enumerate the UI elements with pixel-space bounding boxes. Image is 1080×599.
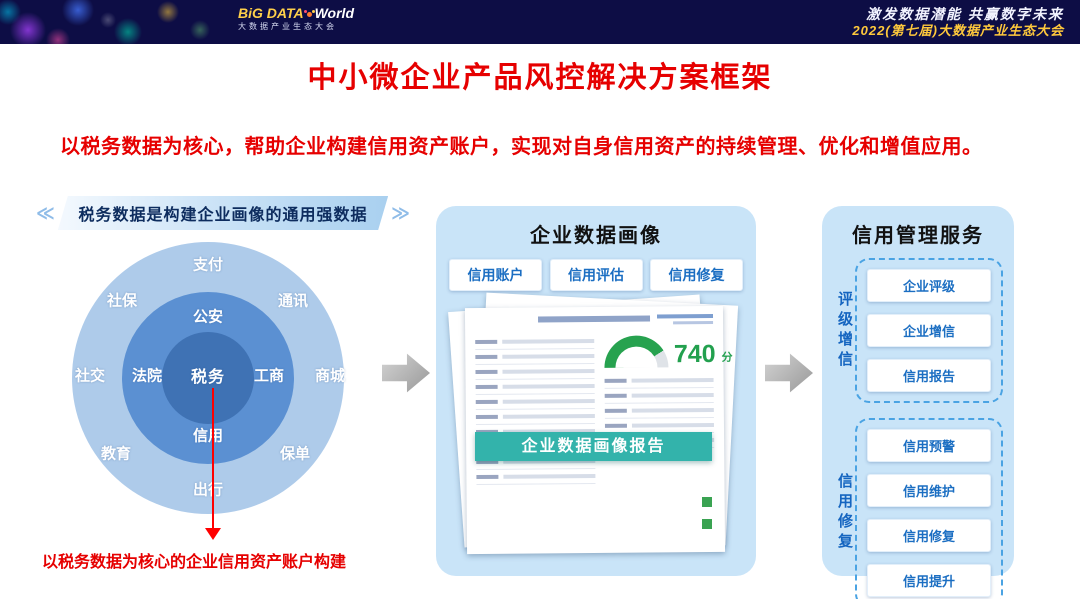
score-gauge-icon bbox=[603, 335, 668, 368]
logo-wordmark: BiG DATA World bbox=[238, 5, 354, 21]
ring-label-payment: 支付 bbox=[192, 256, 224, 274]
ring-label-insurance: 保单 bbox=[279, 445, 311, 463]
report-banner: 企业数据画像报告 bbox=[475, 432, 712, 461]
group-label-rating: 评级增信 bbox=[836, 290, 853, 371]
page-title-bar bbox=[538, 315, 651, 323]
skeleton-row bbox=[604, 402, 714, 419]
event-name-text: 2022(第七届)大数据产业生态大会 bbox=[852, 23, 1064, 39]
legend-chips bbox=[702, 497, 712, 529]
page-right-column: 740 分 bbox=[603, 333, 733, 484]
ring-label-industry: 工商 bbox=[253, 367, 285, 385]
left-caption: 以税务数据为核心的企业信用资产账户构建 bbox=[42, 554, 347, 571]
ring-label-credit: 信用 bbox=[192, 427, 224, 445]
legend-chip bbox=[702, 519, 712, 529]
header-bar: BiG DATA World 大数据产业生态大会 激发数据潜能 共赢数字未来 20… bbox=[0, 0, 1080, 44]
skeleton-row bbox=[604, 372, 714, 389]
credit-account-chip: 信用账户 bbox=[449, 259, 542, 291]
credit-repair-chip: 信用修复 bbox=[867, 519, 991, 552]
down-arrowhead-icon bbox=[205, 528, 221, 540]
skeleton-row bbox=[475, 364, 595, 381]
down-arrow-icon bbox=[212, 388, 214, 530]
ring-label-social: 社交 bbox=[74, 367, 106, 385]
enterprise-portrait-panel: 企业数据画像 信用账户 信用评估 信用修复 bbox=[436, 206, 756, 576]
center-circle bbox=[162, 332, 254, 424]
panel-title-portrait: 企业数据画像 bbox=[530, 225, 662, 247]
credit-maintain-chip: 信用维护 bbox=[867, 474, 991, 507]
page-columns: 740 分 bbox=[475, 333, 733, 486]
skeleton-row bbox=[475, 379, 595, 396]
credit-warning-chip: 信用预警 bbox=[867, 429, 991, 462]
credit-service-panel: 信用管理服务 评级增信 企业评级 企业增信 信用报告 信用修复 信用预警 信用维… bbox=[822, 206, 1014, 599]
score-unit: 分 bbox=[721, 351, 733, 364]
logo-world-text: World bbox=[314, 5, 354, 21]
page-subtitle: 以税务数据为核心，帮助企业构建信用资产账户，实现对自身信用资产的持续管理、优化和… bbox=[60, 136, 983, 158]
report-page-front: 740 分 bbox=[464, 305, 733, 555]
logo-bigdata-text: BiG DATA bbox=[238, 5, 304, 21]
event-slogan-block: 激发数据潜能 共赢数字未来 2022(第七届)大数据产业生态大会 bbox=[852, 5, 1064, 40]
credit-report-chip: 信用报告 bbox=[867, 359, 991, 392]
ring-label-police: 公安 bbox=[192, 308, 224, 326]
enterprise-enhance-chip: 企业增信 bbox=[867, 314, 991, 347]
skeleton-row bbox=[475, 394, 595, 411]
paint-splash-decoration bbox=[0, 0, 300, 44]
ribbon-text: 税务数据是构建企业画像的通用强数据 bbox=[58, 196, 388, 230]
ring-label-mall: 商城 bbox=[314, 367, 346, 385]
enterprise-rating-chip: 企业评级 bbox=[867, 269, 991, 302]
skeleton-row bbox=[475, 334, 594, 351]
ring-label-court: 法院 bbox=[131, 367, 163, 385]
ring-label-education: 教育 bbox=[100, 445, 132, 463]
chevron-right-icon: ≫ bbox=[391, 203, 410, 223]
score-value: 740 bbox=[673, 339, 716, 369]
page-title: 中小微企业产品风控解决方案框架 bbox=[307, 62, 773, 94]
ring-label-telecom: 通讯 bbox=[277, 292, 309, 310]
page-header-line bbox=[656, 313, 714, 319]
service-group-repair: 信用修复 信用预警 信用维护 信用修复 信用提升 bbox=[833, 418, 1003, 599]
ring-label-tax: 税务 bbox=[190, 369, 226, 386]
page-left-column bbox=[475, 334, 596, 486]
portrait-chip-row: 信用账户 信用评估 信用修复 bbox=[436, 259, 756, 291]
panel-title-service: 信用管理服务 bbox=[852, 225, 984, 247]
ring-label-travel: 出行 bbox=[192, 481, 224, 499]
data-source-circle-diagram: 支付 社保 通讯 社交 商城 教育 保单 出行 公安 法院 工商 信用 税务 bbox=[72, 242, 346, 514]
left-section-ribbon: ≪ 税务数据是构建企业画像的通用强数据 ≫ bbox=[36, 199, 410, 227]
slogan-text: 激发数据潜能 共赢数字未来 bbox=[866, 6, 1064, 22]
credit-evaluation-chip: 信用评估 bbox=[549, 259, 643, 291]
skeleton-row bbox=[604, 387, 714, 404]
report-document-stack: 740 分 企业数据画像报告 bbox=[448, 292, 740, 559]
page-header-line bbox=[673, 320, 714, 325]
service-group-rating: 评级增信 企业评级 企业增信 信用报告 bbox=[833, 258, 1003, 403]
flow-arrow-icon bbox=[382, 353, 430, 393]
repair-dashed-box: 信用预警 信用维护 信用修复 信用提升 bbox=[855, 418, 1003, 599]
legend-chip bbox=[702, 497, 712, 507]
conference-logo: BiG DATA World 大数据产业生态大会 bbox=[238, 5, 354, 32]
credit-improve-chip: 信用提升 bbox=[867, 564, 991, 597]
logo-subtitle: 大数据产业生态大会 bbox=[238, 22, 337, 32]
skeleton-row bbox=[476, 469, 596, 486]
skeleton-row bbox=[475, 349, 594, 366]
score-block: 740 分 bbox=[603, 335, 733, 369]
skeleton-row bbox=[475, 409, 595, 426]
ring-label-social-security: 社保 bbox=[106, 292, 138, 310]
group-label-repair: 信用修复 bbox=[836, 473, 853, 553]
rating-dashed-box: 企业评级 企业增信 信用报告 bbox=[855, 258, 1003, 403]
chevron-left-icon: ≪ bbox=[36, 203, 55, 223]
logo-dots-icon bbox=[306, 12, 312, 17]
flow-arrow-icon bbox=[765, 353, 813, 393]
credit-repair-chip: 信用修复 bbox=[650, 259, 743, 291]
